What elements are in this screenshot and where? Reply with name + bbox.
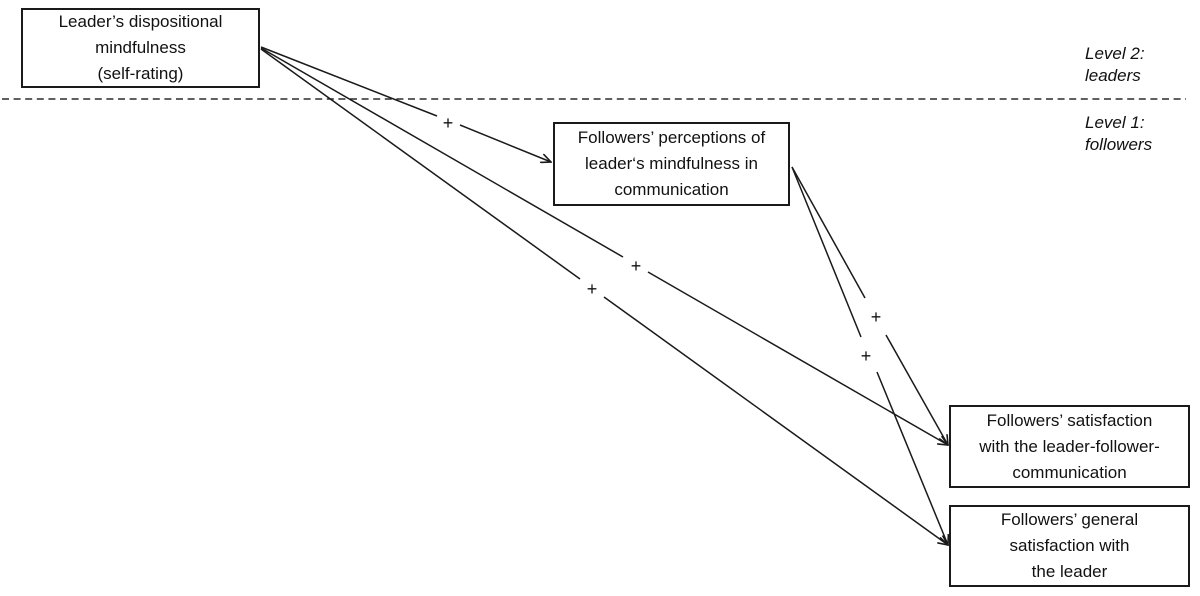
edge-leader-to-general-sat-seg2 xyxy=(603,296,948,545)
node-leader-dispositional-mindfulness: Leader’s dispositional mindfulness (self… xyxy=(21,8,260,88)
edge-sign-leader-satisfaction-comm: + xyxy=(631,256,642,276)
node-followers-general-satisfaction: Followers’ general satisfaction with the… xyxy=(949,505,1190,587)
level2-leaders-label: Level 2: leaders xyxy=(1085,44,1145,85)
edge-leader-to-perceptions-seg2 xyxy=(459,124,551,162)
node-followers-perceptions-of-mindfulness: Followers’ perceptions of leader‘s mindf… xyxy=(553,122,790,206)
edge-leader-to-satisfaction-comm-seg2 xyxy=(647,271,948,445)
edge-perceptions-to-general-sat-seg2 xyxy=(876,371,948,545)
edge-sign-leader-general-sat: + xyxy=(587,279,598,299)
edge-perceptions-to-general-sat-seg1 xyxy=(791,166,862,338)
edge-sign-perceptions-satisfaction-comm: + xyxy=(871,307,882,327)
edge-leader-to-satisfaction-comm-seg1 xyxy=(260,47,624,258)
node-followers-satisfaction-communication: Followers’ satisfaction with the leader-… xyxy=(949,405,1190,488)
edge-leader-to-general-sat-seg1 xyxy=(260,48,581,280)
edge-perceptions-to-satisfaction-comm-seg2 xyxy=(885,334,948,445)
edge-sign-perceptions-general-sat: + xyxy=(861,346,872,366)
edge-perceptions-to-satisfaction-comm-seg1 xyxy=(791,166,866,299)
edge-sign-leader-perceptions: + xyxy=(443,113,454,133)
edge-leader-to-perceptions-seg1 xyxy=(260,46,438,117)
level1-followers-label: Level 1: followers xyxy=(1085,113,1153,154)
